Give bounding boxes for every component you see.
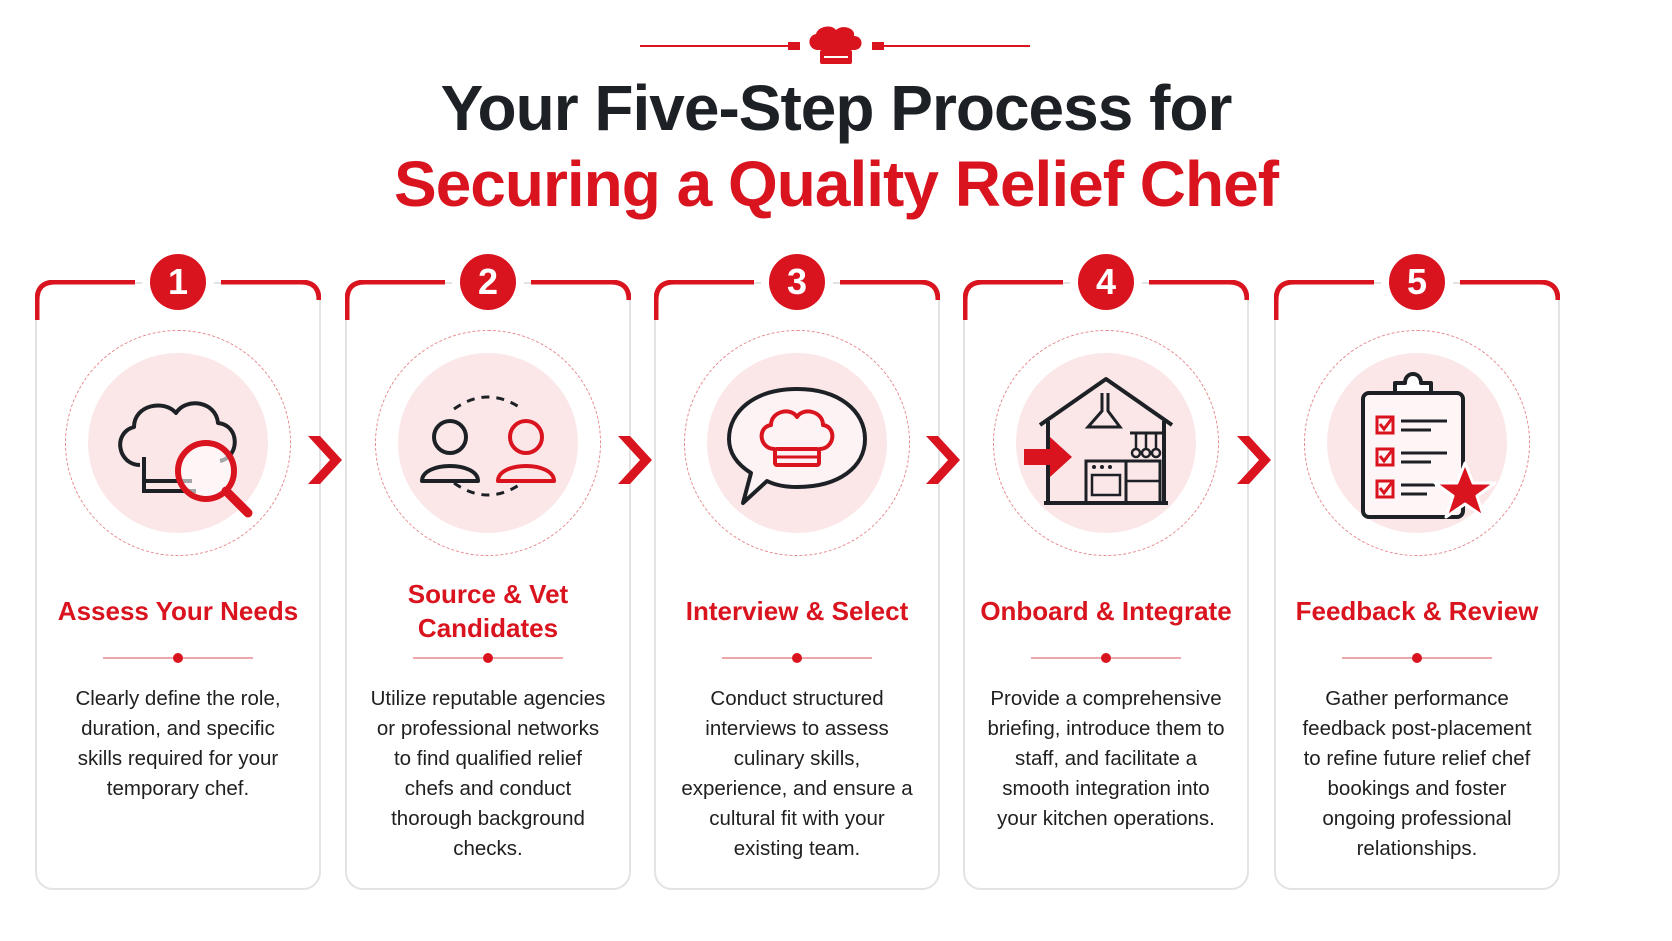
speech-bubble-chef-hat-icon <box>727 387 867 505</box>
step-card-2: 2 Source & Vet Candidates Utilize reputa… <box>345 254 631 890</box>
icon-ring <box>684 330 910 556</box>
step-number-badge: 1 <box>150 254 206 310</box>
step-card-3: 3 Interview & Select Conduct structured … <box>654 254 940 890</box>
divider <box>722 653 872 663</box>
step-title: Assess Your Needs <box>57 596 299 626</box>
kitchen-entry-icon <box>1024 377 1174 505</box>
icon-ring <box>375 330 601 556</box>
title-line-1: Your Five-Step Process for <box>440 72 1233 144</box>
divider <box>103 653 253 663</box>
chevron-right-icon <box>618 436 652 484</box>
page-title: Your Five-Step Process for Securing a Qu… <box>0 70 1672 222</box>
divider <box>1342 653 1492 663</box>
header-decoration <box>640 26 1030 64</box>
card-top-accent <box>654 280 940 320</box>
step-number-badge: 5 <box>1389 254 1445 310</box>
two-people-exchange-icon <box>420 395 556 497</box>
card-top-accent <box>35 280 321 320</box>
card-top-accent <box>1274 280 1560 320</box>
step-title: Source & Vet Candidates <box>407 579 569 643</box>
step-description: Conduct structured interviews to assess … <box>681 687 913 860</box>
card-top-accent <box>963 280 1249 320</box>
step-card-4: 4 Onboard & Integrate Provide a comprehe… <box>963 254 1249 890</box>
step-description: Utilize reputable agencies or profession… <box>370 687 606 860</box>
icon-ring <box>993 330 1219 556</box>
icon-ring <box>1304 330 1530 556</box>
step-number-badge: 2 <box>460 254 516 310</box>
clipboard-checklist-star-icon <box>1361 372 1497 519</box>
chevron-right-icon <box>1237 436 1271 484</box>
chef-hat-icon <box>809 26 862 64</box>
step-card-1: 1 Assess Your Needs Clearly define the r… <box>35 254 321 890</box>
step-title: Interview & Select <box>685 596 909 626</box>
chevron-right-icon <box>308 436 342 484</box>
step-number-badge: 4 <box>1078 254 1134 310</box>
step-number-badge: 3 <box>769 254 825 310</box>
step-description: Gather performance feedback post-placeme… <box>1302 687 1532 860</box>
chef-hat-magnifier-icon <box>118 401 253 518</box>
step-title: Onboard & Integrate <box>980 596 1232 626</box>
divider <box>1031 653 1181 663</box>
step-card-5: 5 Feedback & Review Gather performance f… <box>1274 254 1560 890</box>
icon-background <box>398 353 578 533</box>
chevron-right-icon <box>926 436 960 484</box>
step-title: Feedback & Review <box>1295 596 1539 626</box>
step-description: Provide a comprehensive briefing, introd… <box>987 687 1225 830</box>
icon-ring <box>65 330 291 556</box>
step-description: Clearly define the role, duration, and s… <box>75 687 281 800</box>
card-top-accent <box>345 280 631 320</box>
divider <box>413 653 563 663</box>
title-line-2: Securing a Quality Relief Chef <box>394 148 1279 220</box>
